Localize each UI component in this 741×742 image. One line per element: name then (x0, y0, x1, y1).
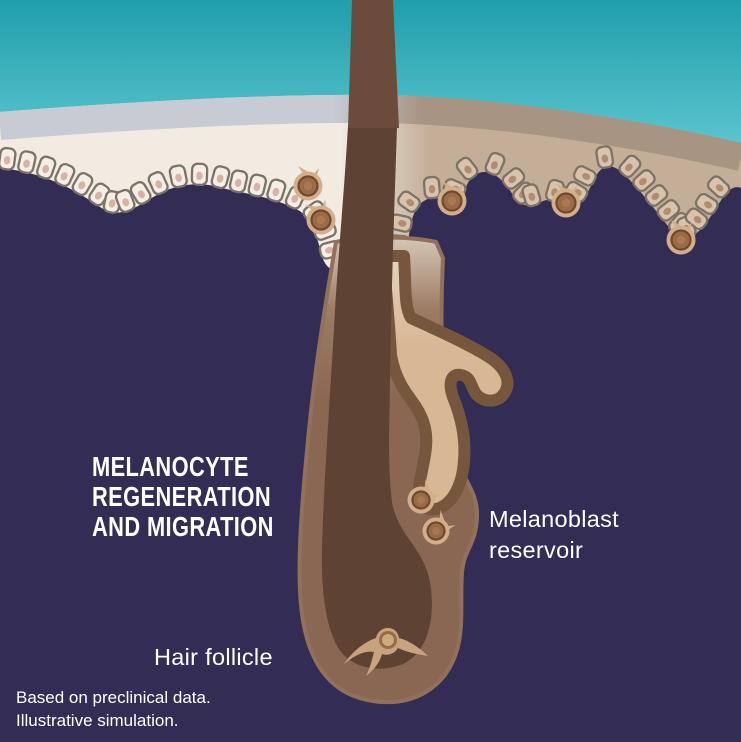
basal-cell (572, 165, 597, 187)
basal-cell (71, 172, 94, 196)
basal-cell (644, 184, 669, 207)
basal-cell (455, 156, 479, 181)
epidermal-melanocytes (293, 166, 696, 255)
basal-cell (168, 164, 188, 189)
melanocyte-icon (304, 199, 336, 235)
basal-cell (706, 175, 731, 199)
basal-cell (266, 178, 287, 203)
basal-cell (501, 167, 526, 190)
basal-cell (190, 162, 209, 187)
basal-cell (54, 162, 76, 188)
basal-cell (0, 146, 17, 171)
bulb-melanocyte-icon (344, 628, 428, 676)
basal-cell (595, 145, 615, 170)
melanoblast-icon (407, 479, 441, 514)
melanoblast-reservoir-shape (377, 250, 514, 516)
disclaimer-text: Based on preclinical data. Illustrative … (16, 688, 211, 730)
melanocyte-icon (293, 166, 323, 201)
label-melanoblast-reservoir: Melanoblast reservoir (489, 506, 620, 563)
basal-cell (484, 151, 506, 176)
basal-cell (397, 190, 421, 213)
basal-cell (36, 155, 57, 180)
basal-cell (618, 154, 642, 179)
melanocyte-nucleus (379, 631, 397, 649)
basal-cell (656, 199, 681, 222)
reservoir-melanoblasts (407, 479, 456, 545)
hair-shaft (348, 0, 399, 128)
basal-cell (632, 169, 656, 193)
melanocyte-icon (551, 183, 581, 218)
follicle-bulb-inner (321, 126, 432, 669)
basal-cell (422, 175, 441, 200)
heading-melanocyte-regeneration: MELANOCYTE REGENERATION AND MIGRATION (92, 451, 274, 542)
melanocyte-dendrites (344, 628, 428, 676)
basal-cell (210, 165, 231, 190)
basal-cell (114, 188, 136, 213)
melanoblast-icon (422, 510, 456, 545)
basal-cell (147, 171, 169, 196)
basal-cell (521, 183, 542, 208)
basal-cell (17, 150, 37, 175)
basal-cell (247, 173, 268, 198)
label-hair-follicle: Hair follicle (154, 644, 273, 670)
basal-cell (694, 192, 719, 216)
basal-cell (129, 181, 152, 205)
basal-cell (228, 169, 249, 194)
melanocyte-icon (666, 220, 696, 255)
melanocyte-icon (437, 181, 467, 216)
